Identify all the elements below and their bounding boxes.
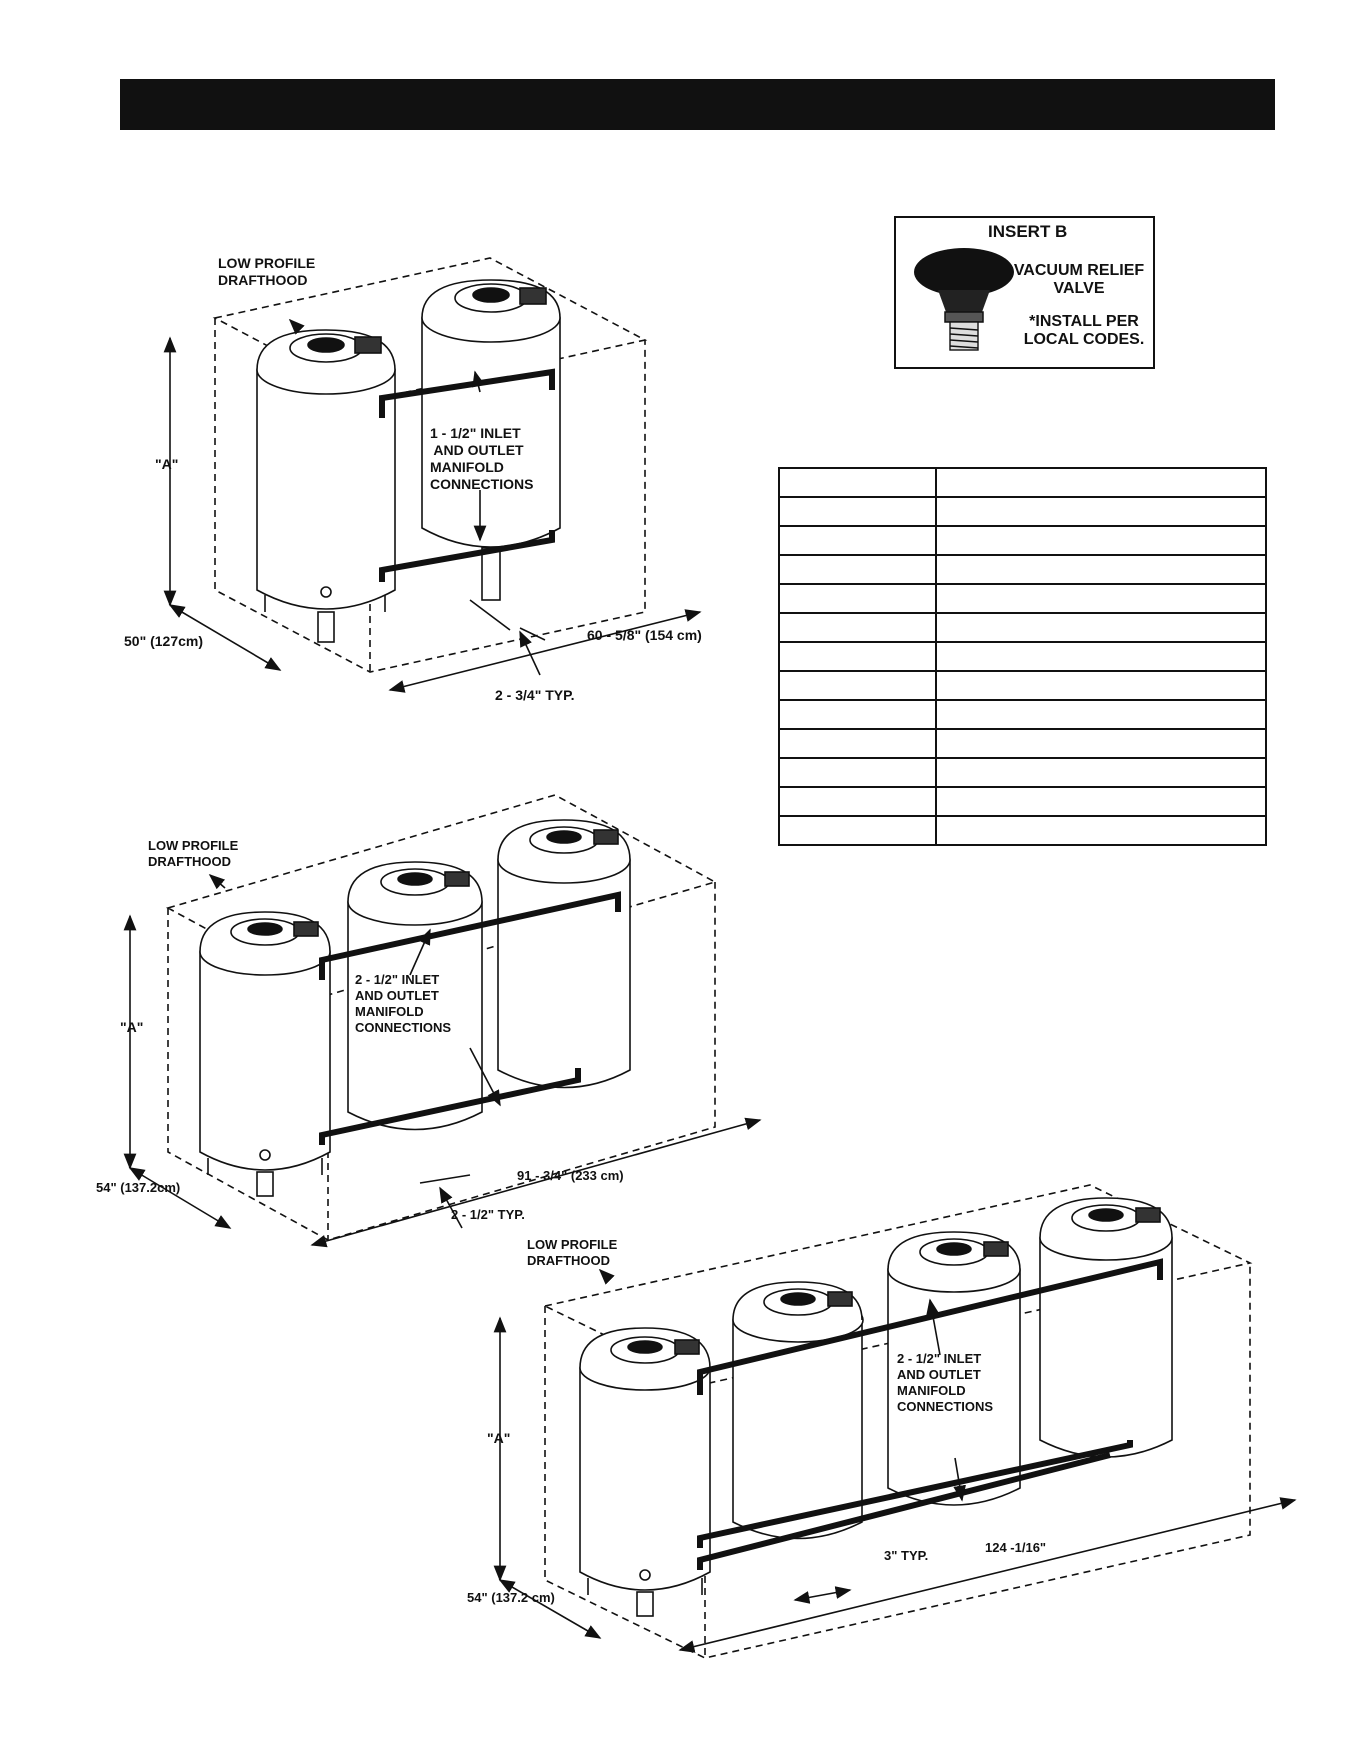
manifold-connections-label: 1 - 1/2" INLET AND OUTLET MANIFOLD CONNE… bbox=[430, 425, 534, 492]
water-heater-tank bbox=[199, 911, 331, 1197]
width-dimension-label: 60 - 5/8" (154 cm) bbox=[587, 627, 702, 643]
table-cell bbox=[778, 670, 937, 701]
table-cell bbox=[935, 525, 1267, 556]
drafthood-label: LOW PROFILE DRAFTHOOD bbox=[218, 255, 316, 288]
table-row bbox=[778, 641, 1267, 672]
table-cell bbox=[935, 786, 1267, 817]
table-cell bbox=[935, 728, 1267, 759]
depth-dimension-label: 50" (127cm) bbox=[124, 633, 204, 649]
table-cell bbox=[778, 757, 937, 788]
table-row bbox=[778, 786, 1267, 817]
width-dimension-label: 91 - 3/4" (233 cm) bbox=[517, 1168, 624, 1183]
insert-b-box: INSERT B VACUUM RELIEF VALVE *INSTALL PE… bbox=[894, 216, 1155, 369]
vacuum-relief-valve-label: VACUUM RELIEF VALVE bbox=[1013, 262, 1145, 297]
table-cell bbox=[778, 641, 937, 672]
table-cell bbox=[778, 583, 937, 614]
header-bar bbox=[120, 79, 1275, 130]
height-dimension-label: "A" bbox=[120, 1019, 144, 1035]
dimension-lines bbox=[163, 318, 702, 693]
table-row bbox=[778, 728, 1267, 759]
table-cell bbox=[935, 670, 1267, 701]
table-cell bbox=[778, 815, 937, 846]
width-dimension-label: 124 -1/16" bbox=[985, 1540, 1047, 1555]
diagram-two-tanks bbox=[163, 257, 702, 693]
table-row bbox=[778, 670, 1267, 701]
table-cell bbox=[778, 612, 937, 643]
table-cell bbox=[778, 496, 937, 527]
water-heater-tank bbox=[256, 329, 396, 643]
table-row bbox=[778, 496, 1267, 527]
dimension-lines bbox=[123, 873, 762, 1248]
dimension-lines bbox=[493, 1268, 1297, 1653]
table-row bbox=[778, 583, 1267, 614]
table-cell bbox=[778, 525, 937, 556]
spacing-dimension-label: 3" TYP. bbox=[884, 1548, 929, 1563]
table-cell bbox=[935, 815, 1267, 846]
manifold-pipe bbox=[379, 368, 555, 582]
drafthood-label: LOW PROFILE DRAFTHOOD bbox=[527, 1237, 618, 1268]
table-cell bbox=[935, 757, 1267, 788]
water-heater-tank bbox=[497, 819, 631, 1089]
water-heater-tank bbox=[579, 1327, 711, 1617]
depth-dimension-label: 54" (137.2cm) bbox=[96, 1180, 181, 1195]
table-row bbox=[778, 612, 1267, 643]
height-dimension-label: "A" bbox=[487, 1430, 511, 1446]
table-cell bbox=[935, 554, 1267, 585]
table-row bbox=[778, 699, 1267, 730]
manifold-connections-label: 2 - 1/2" INLET AND OUTLET MANIFOLD CONNE… bbox=[897, 1351, 994, 1414]
insert-b-title: INSERT B bbox=[988, 222, 1068, 241]
table-cell bbox=[935, 612, 1267, 643]
table-cell bbox=[778, 786, 937, 817]
diagram-three-tanks bbox=[123, 794, 762, 1248]
table-cell bbox=[935, 496, 1267, 527]
spec-table bbox=[778, 467, 1267, 846]
install-note: *INSTALL PER LOCAL CODES. bbox=[1023, 313, 1145, 348]
table-row bbox=[778, 525, 1267, 556]
water-heater-tank bbox=[887, 1231, 1021, 1506]
table-row bbox=[778, 757, 1267, 788]
table-cell bbox=[935, 467, 1267, 498]
table-cell bbox=[778, 554, 937, 585]
table-cell bbox=[778, 699, 937, 730]
height-dimension-label: "A" bbox=[155, 456, 179, 472]
water-heater-tank bbox=[421, 279, 561, 601]
diagram-four-tanks bbox=[493, 1184, 1297, 1659]
table-cell bbox=[935, 641, 1267, 672]
table-cell bbox=[935, 583, 1267, 614]
table-cell bbox=[778, 467, 937, 498]
drafthood-label: LOW PROFILE DRAFTHOOD bbox=[148, 838, 239, 869]
table-row bbox=[778, 815, 1267, 846]
spacing-dimension-label: 2 - 3/4" TYP. bbox=[495, 687, 575, 703]
manifold-connections-label: 2 - 1/2" INLET AND OUTLET MANIFOLD CONNE… bbox=[355, 972, 452, 1035]
water-heater-tank bbox=[1039, 1197, 1173, 1458]
table-cell bbox=[935, 699, 1267, 730]
vacuum-relief-valve-drawing bbox=[914, 248, 1014, 351]
water-heater-tank bbox=[732, 1281, 864, 1540]
table-cell bbox=[778, 728, 937, 759]
depth-dimension-label: 54" (137.2 cm) bbox=[467, 1590, 555, 1605]
spacing-dimension-label: 2 - 1/2" TYP. bbox=[451, 1207, 525, 1222]
table-row bbox=[778, 467, 1267, 498]
table-row bbox=[778, 554, 1267, 585]
